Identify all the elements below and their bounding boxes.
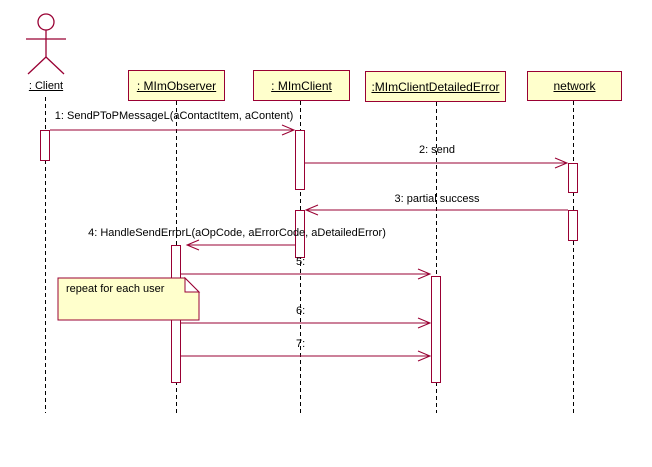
activation-bar-network-2: [568, 210, 578, 241]
message-arrow-2: [305, 157, 569, 169]
message-label-2: 2: send: [418, 144, 456, 156]
message-label-7: 7:: [296, 338, 306, 350]
participant-name: network: [553, 79, 596, 93]
participant-name: :MImClientDetailedError: [371, 79, 500, 94]
note-fold-icon: [184, 276, 201, 293]
message-label-3: 3: partial success: [394, 193, 480, 205]
activation-bar-network-1: [568, 163, 578, 193]
activation-bar-mimobserver: [171, 245, 181, 383]
message-arrow-3: [304, 204, 568, 216]
activation-bar-client: [40, 130, 50, 161]
message-arrow-7: [181, 350, 432, 362]
actor-label: : Client: [28, 80, 64, 92]
message-arrow-4: [185, 239, 295, 251]
message-label-5: 5:: [296, 256, 306, 268]
message-arrow-5: [181, 268, 432, 280]
activation-bar-mimclientdetailederror: [431, 276, 441, 383]
participant-name: : MImClient: [271, 78, 332, 93]
message-label-4: 4: HandleSendErrorL(aOpCode, aErrorCode,…: [88, 227, 386, 239]
participant-box-mimobserver: : MImObserver: [128, 70, 225, 101]
participant-name: : MImObserver: [136, 78, 217, 93]
participant-box-mimclient: : MImClient: [253, 70, 350, 101]
message-arrow-1: [50, 124, 296, 136]
activation-bar-mimclient-1: [295, 130, 305, 190]
participant-box-network: network: [527, 71, 622, 101]
message-arrow-6: [181, 317, 432, 329]
participant-box-mimclientdetailederror: :MImClientDetailedError: [365, 71, 506, 102]
message-label-1: 1: SendPToPMessageL(aContactItem, aConte…: [54, 110, 294, 122]
note-text: repeat for each user: [66, 283, 165, 295]
actor-icon: [26, 13, 66, 75]
message-label-6: 6:: [296, 305, 306, 317]
